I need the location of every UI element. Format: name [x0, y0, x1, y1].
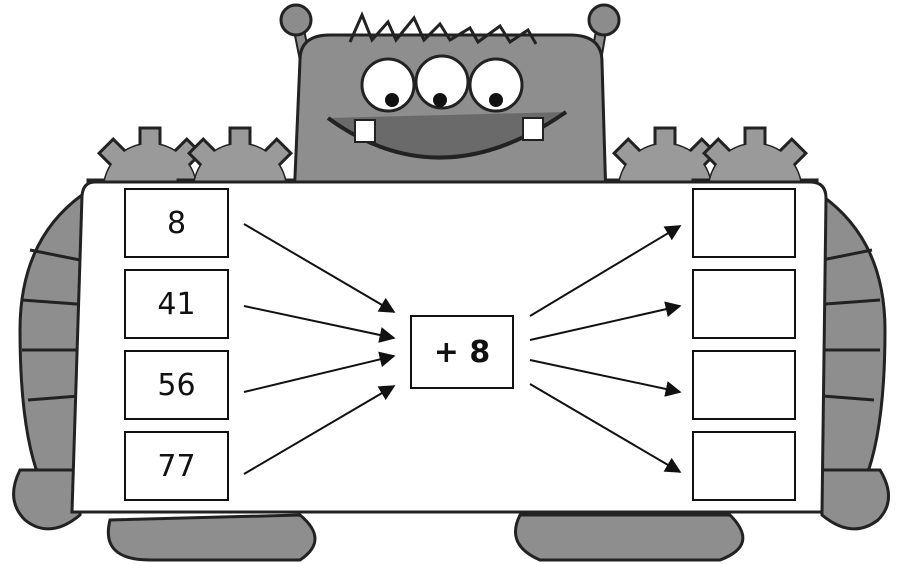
- output-box[interactable]: [692, 431, 796, 501]
- input-box: 56: [124, 350, 229, 420]
- input-box: 8: [124, 188, 229, 258]
- input-box: 77: [124, 431, 229, 501]
- output-box[interactable]: [692, 269, 796, 339]
- input-box: 41: [124, 269, 229, 339]
- input-value: 41: [157, 286, 196, 322]
- operation-box: + 8: [410, 315, 514, 389]
- output-box[interactable]: [692, 188, 796, 258]
- operation-label: + 8: [433, 334, 491, 370]
- input-value: 56: [157, 367, 196, 403]
- input-value: 8: [166, 205, 187, 241]
- input-value: 77: [157, 448, 196, 484]
- output-box[interactable]: [692, 350, 796, 420]
